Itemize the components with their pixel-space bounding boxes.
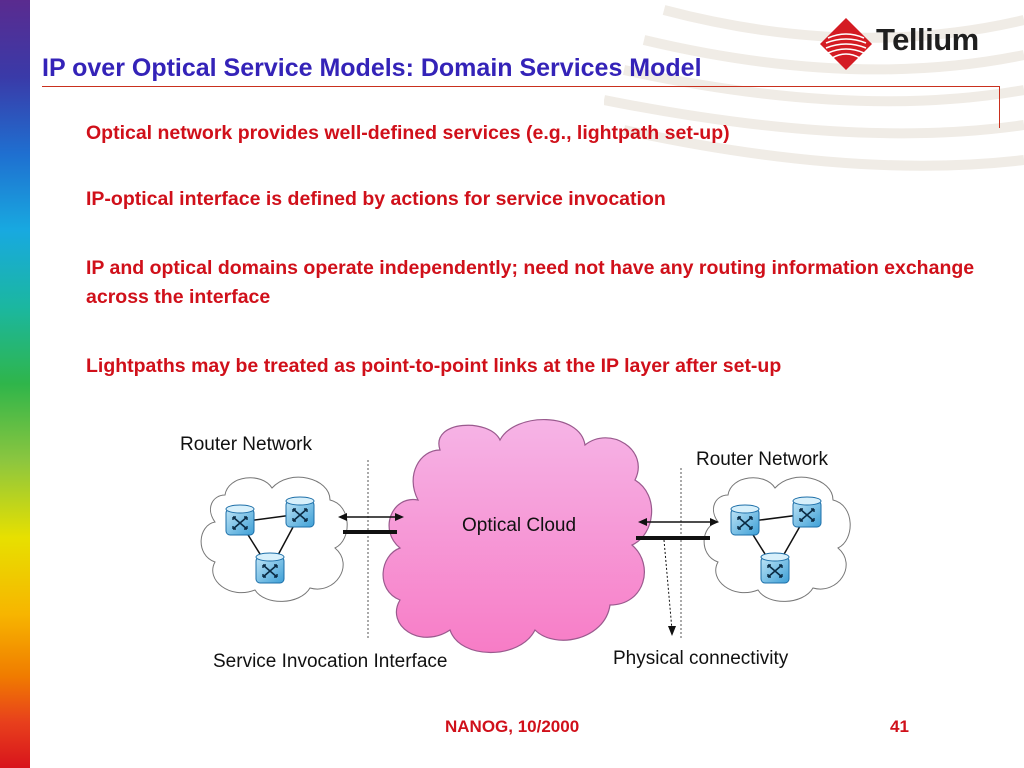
bullet-1: Optical network provides well-defined se… — [86, 122, 730, 144]
bullet-3: IP and optical domains operate independe… — [86, 257, 975, 308]
router-network-left-label: Router Network — [180, 434, 312, 455]
title-rule-corner — [999, 86, 1000, 128]
title-rule — [42, 86, 1000, 87]
bullet-2: IP-optical interface is defined by actio… — [86, 188, 666, 210]
physical-connectivity-label: Physical connectivity — [613, 648, 789, 669]
right-router-cloud — [703, 476, 851, 602]
bullet-4: Lightpaths may be treated as point-to-po… — [86, 355, 782, 377]
tellium-logo-mark — [820, 18, 872, 70]
rainbow-side-bar — [0, 0, 30, 768]
page-number: 41 — [890, 717, 909, 736]
background-swoosh — [604, 5, 1024, 171]
left-service-arrow — [338, 513, 404, 534]
optical-cloud — [382, 419, 653, 654]
right-service-arrow — [636, 518, 719, 636]
slide-title: IP over Optical Service Models: Domain S… — [42, 54, 702, 82]
footer-event: NANOG, 10/2000 — [445, 717, 580, 736]
optical-cloud-label: Optical Cloud — [462, 515, 577, 536]
router-network-right-label: Router Network — [696, 449, 828, 470]
left-router-cloud — [200, 476, 348, 602]
service-invocation-interface-label: Service Invocation Interface — [213, 651, 448, 672]
tellium-logo-text: Tellium — [876, 22, 979, 57]
